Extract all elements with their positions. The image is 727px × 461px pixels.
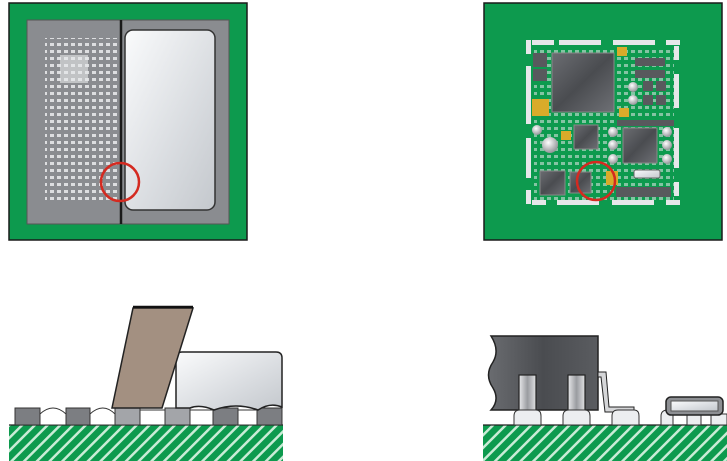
- edge-connectors: [526, 40, 680, 205]
- stencil-printing-side-view: [9, 305, 283, 461]
- capacitors: [532, 82, 672, 164]
- highlight-circle: [99, 161, 141, 203]
- pcb-cross-section: [9, 425, 283, 461]
- gold-pad: [532, 99, 549, 116]
- stencil-solder-panel: [124, 29, 216, 211]
- ic-leads: [518, 374, 586, 412]
- stencil-bars: [14, 407, 283, 426]
- gull-wing-lead: [597, 371, 635, 413]
- main-processor-chip: [551, 52, 615, 113]
- solder-paste-deposits: [39, 407, 258, 426]
- stencil-top-view: [8, 2, 248, 241]
- highlight-circle: [575, 160, 617, 202]
- solder-joints: [513, 409, 727, 426]
- pcb-cross-section: [483, 425, 727, 461]
- assembled-board-top-view: [483, 2, 723, 241]
- assembled-side-view: [483, 335, 727, 461]
- solder-paste-roll: [175, 351, 283, 411]
